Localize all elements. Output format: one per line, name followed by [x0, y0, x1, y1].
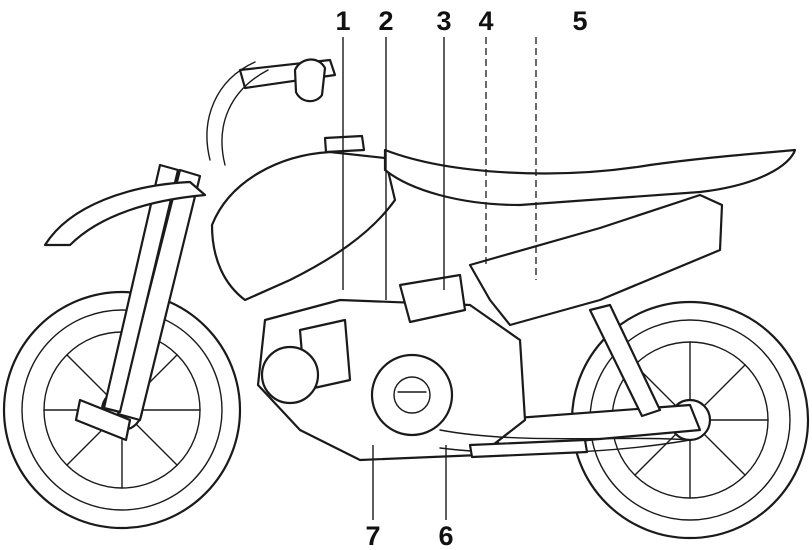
callout-1: 1: [335, 6, 350, 36]
fuel-cap: [323, 134, 366, 154]
callout-6: 6: [438, 521, 453, 550]
seat: [383, 148, 797, 207]
side-cover: [468, 193, 724, 327]
rear-shock: [588, 303, 662, 418]
air-box: [398, 273, 467, 324]
fuel-tank: [210, 150, 397, 302]
callout-2: 2: [378, 6, 393, 36]
front-fender: [43, 180, 207, 247]
footpeg: [468, 438, 589, 459]
callout-7: 7: [365, 521, 380, 550]
callout-3: 3: [436, 6, 451, 36]
callout-4: 4: [478, 6, 493, 36]
handlebar: [206, 58, 337, 166]
callout-5: 5: [572, 6, 587, 36]
front-fork: [74, 163, 202, 442]
